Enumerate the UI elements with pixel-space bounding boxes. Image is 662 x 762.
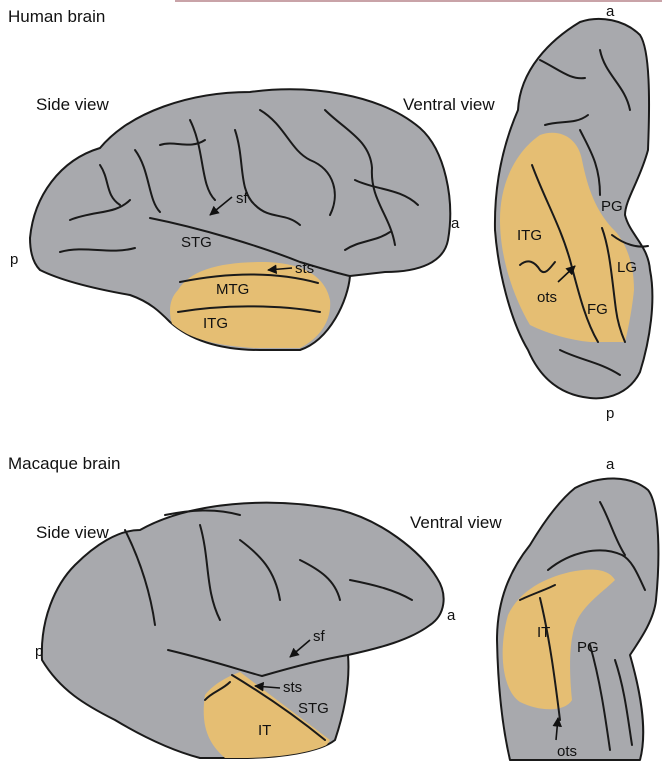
macaque-side-stg-label: STG <box>298 700 329 717</box>
human-side-sulcus-2 <box>189 119 216 201</box>
macaque-side-view <box>40 501 445 759</box>
macaque-ventral-sulcus-6 <box>614 659 633 746</box>
macaque-ventral-sulcus-5 <box>589 644 611 751</box>
human-side-mtg-label: MTG <box>216 281 249 298</box>
human-side-anterior-label: a <box>451 215 460 232</box>
human-ventral-sulcus-3 <box>544 114 589 126</box>
human-ventral-fg-label: FG <box>587 301 608 318</box>
macaque-side-sts-line <box>231 674 326 741</box>
macaque-side-sulcus-1 <box>124 529 156 626</box>
human-side-sulcus-4 <box>259 109 336 216</box>
macaque-side-view-label: Side view <box>36 523 109 542</box>
human-side-sulcus-6 <box>354 179 419 206</box>
macaque-side-sylvian-fissure <box>167 649 349 677</box>
human-ventral-sulcus-2 <box>599 49 631 111</box>
human-side-sulcus-11 <box>344 231 391 251</box>
human-side-posterior-label: p <box>10 251 18 268</box>
macaque-ventral-it-highlight <box>502 569 615 710</box>
macaque-side-sulcus-5 <box>349 579 413 601</box>
human-side-sulcus-9 <box>99 164 121 206</box>
human-side-brain-shape <box>29 88 452 351</box>
macaque-side-sf-arrow <box>289 639 311 658</box>
human-ventral-sulcus-4 <box>579 129 601 196</box>
human-ventral-itg-label: ITG <box>517 227 542 244</box>
human-side-sf-arrow <box>209 196 233 216</box>
macaque-ventral-anterior-label: a <box>606 456 615 473</box>
macaque-ventral-pg-label: PG <box>577 639 599 656</box>
human-ventral-sulcus-5 <box>531 164 599 343</box>
macaque-ventral-ots-arrow <box>552 717 562 741</box>
human-side-temporal-highlight <box>170 262 331 348</box>
macaque-side-it-label: IT <box>258 722 271 739</box>
human-ventral-posterior-label: p <box>606 405 614 422</box>
human-side-sulcus-7 <box>69 199 131 221</box>
macaque-side-sts-arrow <box>254 681 281 692</box>
human-side-sulcus-5 <box>324 109 396 246</box>
macaque-side-sulcus-3 <box>239 539 281 601</box>
human-ventral-anterior-label: a <box>606 3 615 20</box>
human-side-its-line <box>177 305 321 313</box>
macaque-ventral-view-label: Ventral view <box>410 513 502 532</box>
macaque-ventral-it-label: IT <box>537 624 550 641</box>
human-side-sylvian-fissure <box>149 217 351 277</box>
human-ventral-sulcus-6 <box>601 227 626 343</box>
macaque-ventral-sulcus-1 <box>547 549 646 591</box>
macaque-side-sf-label: sf <box>313 628 326 645</box>
human-side-sulcus-8 <box>59 247 136 253</box>
macaque-brain-title: Macaque brain <box>8 454 120 473</box>
human-side-stg-label: STG <box>181 234 212 251</box>
human-ventral-sulcus-1 <box>539 59 586 80</box>
human-side-sf-label: sf <box>236 190 249 207</box>
macaque-side-sulcus-7 <box>204 681 231 701</box>
human-side-sts-arrow <box>267 264 293 275</box>
human-ventral-view <box>493 17 654 400</box>
human-ventral-ots-label: ots <box>537 289 557 306</box>
human-brain-title: Human brain <box>8 7 105 26</box>
macaque-side-sts-label: sts <box>283 679 302 696</box>
macaque-side-it-highlight <box>203 672 330 758</box>
macaque-ventral-sulcus-4 <box>519 584 556 601</box>
human-ventral-pg-label: PG <box>601 198 623 215</box>
macaque-ventral-sulcus-2 <box>599 501 626 556</box>
macaque-side-sulcus-2 <box>199 524 221 621</box>
human-ventral-lg-label: LG <box>617 259 637 276</box>
human-side-sts-line <box>179 273 319 284</box>
human-side-view-label: Side view <box>36 95 109 114</box>
human-side-sulcus-10 <box>159 139 206 146</box>
human-ventral-sulcus-9 <box>559 349 621 376</box>
macaque-side-posterior-label: p <box>35 643 43 660</box>
macaque-ventral-view <box>496 477 660 761</box>
human-side-sts-label: sts <box>295 260 314 277</box>
macaque-ventral-ots-label: ots <box>557 743 577 760</box>
macaque-side-anterior-label: a <box>447 607 456 624</box>
human-ventral-temporal-highlight <box>500 132 634 342</box>
human-side-sulcus-3 <box>234 129 301 226</box>
human-side-view <box>29 88 452 351</box>
macaque-side-sulcus-6 <box>164 509 241 516</box>
human-ventral-sulcus-7 <box>611 234 649 248</box>
macaque-ventral-sulcus-3 <box>539 597 561 721</box>
human-side-sulcus-1 <box>134 149 161 213</box>
macaque-side-sulcus-4 <box>299 559 341 601</box>
human-ventral-view-label: Ventral view <box>403 95 495 114</box>
human-ventral-sulcus-8 <box>519 260 556 274</box>
human-side-itg-label: ITG <box>203 315 228 332</box>
human-ventral-ots-arrow <box>557 265 576 283</box>
